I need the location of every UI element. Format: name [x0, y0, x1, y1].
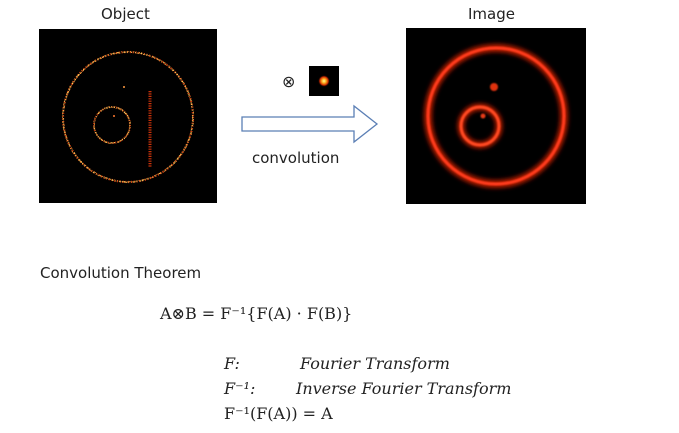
object-inner-ring	[93, 106, 131, 144]
object-outer-ring	[61, 50, 195, 184]
object-panel-title: Object	[101, 5, 150, 23]
identity-equation: F⁻¹(F(A)) = A	[224, 404, 333, 423]
image-panel-title: Image	[468, 5, 515, 23]
definition-row-inverse: F⁻¹: Inverse Fourier Transform	[224, 379, 544, 401]
definition-text: Fourier Transform	[300, 354, 450, 373]
kernel-image	[309, 66, 339, 96]
definition-symbol: F:	[224, 354, 240, 373]
image-center-dot	[480, 113, 486, 119]
definition-row-forward: F: Fourier Transform	[224, 354, 544, 376]
object-center-dot	[113, 115, 115, 117]
definition-symbol: F⁻¹:	[224, 379, 256, 398]
main-equation: A⊗B = F⁻¹{F(A) · F(B)}	[160, 304, 353, 323]
image-dot	[490, 83, 498, 91]
object-dot	[123, 86, 125, 88]
result-image	[406, 28, 586, 204]
theorem-heading: Convolution Theorem	[40, 264, 202, 282]
object-image	[39, 29, 217, 203]
kernel-spot	[318, 75, 330, 87]
convolution-operator-symbol: ⊗	[282, 72, 296, 91]
image-outer-ring	[424, 44, 568, 188]
kernel-group: ⊗	[282, 66, 342, 98]
convolution-arrow-icon	[241, 104, 379, 144]
image-inner-ring	[457, 103, 503, 149]
convolution-label: convolution	[252, 149, 340, 167]
definition-text: Inverse Fourier Transform	[296, 379, 512, 398]
